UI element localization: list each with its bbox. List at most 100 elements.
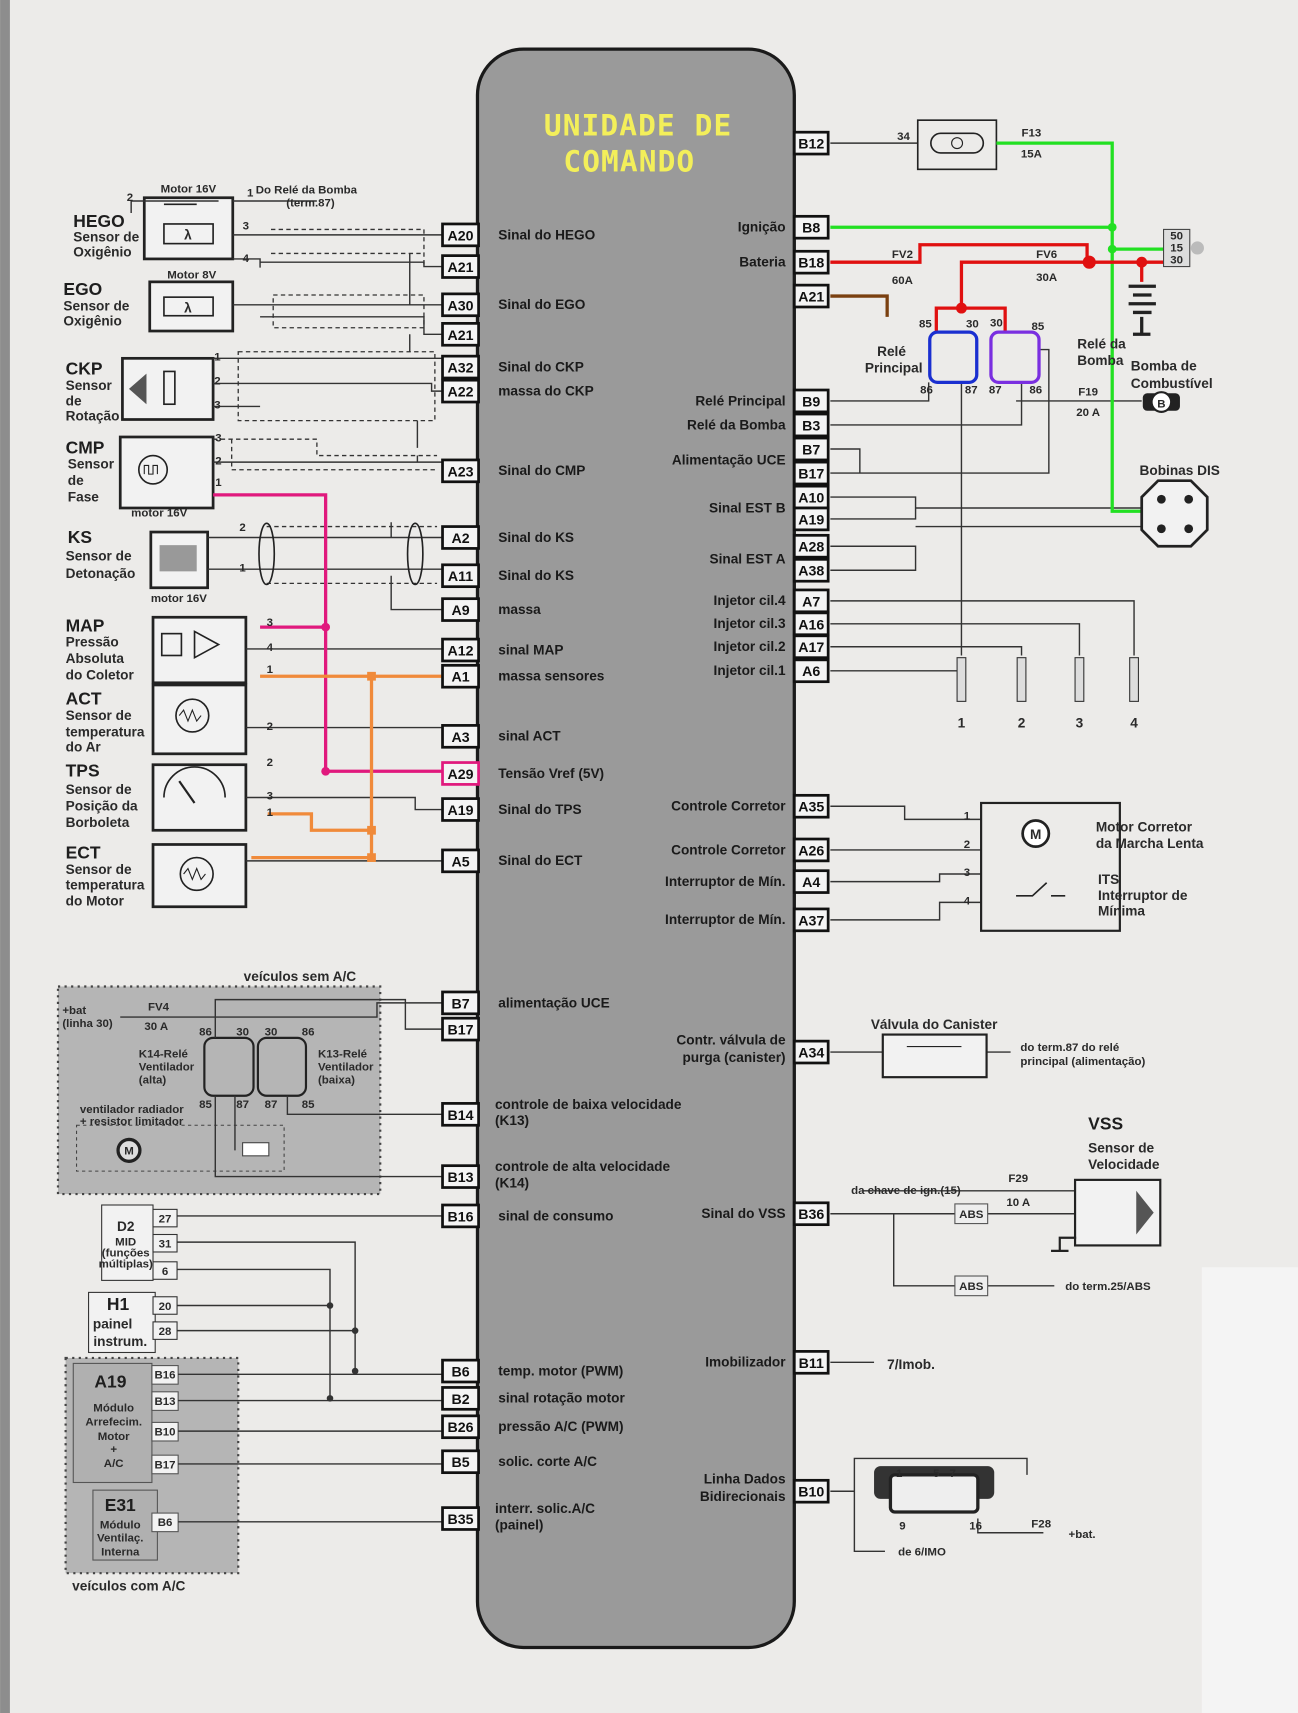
idle-its-label: ITS	[1098, 872, 1119, 887]
right-pin-b11	[792, 1350, 830, 1375]
obd-pins-3-label: 9	[899, 1520, 905, 1532]
no-ac-relay-bottom-3-label: 85	[302, 1099, 315, 1111]
right-pin-b17	[792, 460, 830, 486]
right-pin-b36	[792, 1201, 830, 1227]
left-signal: Sinal do HEGO	[498, 227, 595, 242]
cmp-note-label: motor 16V	[131, 508, 187, 520]
fuses-fv6-rating-label: 30A	[1036, 272, 1057, 284]
left-signal: sinal de consumo	[498, 1208, 613, 1223]
relays-pump-pins-3-label: 86	[1029, 384, 1042, 396]
ect-line1-label: Sensor de	[66, 862, 132, 877]
left-signal: Sinal do CMP	[498, 463, 585, 478]
right-pin-a10-label: A10	[798, 491, 824, 507]
map-line2-label: Absoluta	[66, 651, 125, 666]
left-signal: Sinal do KS	[498, 568, 574, 583]
ckp-line1-label: Sensor	[66, 378, 113, 393]
ckp-pins-1-label: 2	[214, 376, 220, 388]
left-pin-b14-label: B14	[448, 1108, 474, 1124]
injectors-1-label: 2	[1018, 716, 1026, 731]
right-signal: Relé Principal	[695, 393, 785, 408]
right-signal: Ignição	[738, 220, 786, 235]
left-pin-a30-label: A30	[448, 298, 474, 314]
hego-line2-label: Oxigênio	[73, 245, 131, 260]
left-signal: sinal MAP	[498, 642, 563, 657]
with-ac-title-label: veículos com A/C	[72, 1579, 185, 1594]
ego-lambda-label: λ	[184, 300, 192, 315]
fuses-fv2-label: FV2	[892, 249, 913, 261]
hego-line1-label: Sensor de	[73, 229, 139, 244]
left-pin-a22	[441, 378, 480, 404]
left-pin-b16	[441, 1203, 480, 1229]
cmp-sensor	[118, 435, 215, 510]
left-pin-a5-label: A5	[451, 854, 469, 870]
left-pin-a1-label: A1	[451, 670, 469, 686]
tps-name-label: TPS	[66, 761, 100, 781]
obd-bat-label: +bat.	[1069, 1529, 1096, 1541]
left-pin-b2-label: B2	[451, 1392, 469, 1408]
right-pin-b8	[792, 214, 830, 240]
right-signal: Injetor cil.2	[714, 639, 786, 654]
right-pin-a28	[792, 533, 830, 559]
left-pin-b17	[441, 1016, 480, 1042]
h1-line2-label: instrum.	[93, 1334, 147, 1349]
left-pin-a11	[441, 563, 480, 589]
left-pin-a9-label: A9	[451, 603, 469, 619]
obd-pins-1-label: 5	[933, 1468, 940, 1480]
d2-module	[101, 1204, 178, 1281]
left-pin-a29-label: A29	[448, 767, 474, 783]
fuel-pump-symbol-label: B	[1157, 398, 1165, 410]
fuses-fv6-label: FV6	[1036, 249, 1057, 261]
left-pin-a32-label: A32	[448, 361, 474, 377]
left-pin-a19	[441, 797, 480, 822]
no-ac-relay-bottom-0-label: 85	[199, 1099, 212, 1111]
right-pin-b9-label: B9	[802, 394, 820, 410]
act-line1-label: Sensor de	[66, 708, 132, 723]
cmp-line2-label: de	[68, 473, 84, 488]
fuel-pump-line2-label: Combustível	[1131, 376, 1213, 391]
h1-name-label: H1	[107, 1294, 130, 1314]
fuses-f29-rating-label: 10 A	[1006, 1197, 1030, 1209]
right-pin-a6-label: A6	[802, 664, 820, 680]
right-pin-a21-label: A21	[798, 290, 824, 306]
hego-sensor	[142, 196, 235, 261]
left-signal: alimentação UCE	[498, 995, 609, 1010]
a19-line2-label: Arrefecim.	[85, 1417, 142, 1429]
right-pin-a34-label: A34	[798, 1046, 824, 1062]
fuses-fv2-rating-label: 60A	[892, 275, 913, 287]
left-pin-a11-label: A11	[448, 569, 473, 585]
right-pin-a4	[792, 869, 830, 894]
no-ac-k13-2-label: Ventilador	[318, 1062, 374, 1074]
left-pin-a32	[441, 354, 480, 380]
left-pin-b7	[441, 990, 480, 1016]
left-pin-a21-label: A21	[448, 328, 474, 344]
right-pin-a34	[792, 1039, 830, 1065]
d2-pins-1-label: 31	[159, 1239, 172, 1251]
vss-abs2-label: ABS	[959, 1281, 984, 1293]
no-ac-relay-top-1-label: 30	[236, 1027, 249, 1039]
tps-pins-1-label: 3	[267, 791, 273, 803]
left-pin-b2	[441, 1386, 480, 1411]
right-pin-b7-label: B7	[802, 442, 820, 458]
h1-pins-0-label: 20	[159, 1301, 172, 1313]
right-signal: Alimentação UCE	[672, 452, 786, 467]
canister-feed2-label: principal (alimentação)	[1020, 1056, 1145, 1068]
right-pin-b18	[792, 249, 830, 275]
left-signal: Tensão Vref (5V)	[498, 766, 604, 781]
right-pin-a17-label: A17	[798, 640, 824, 656]
right-pin-a17	[792, 634, 830, 660]
ecu-title-line1: UNIDADE DE	[544, 108, 732, 142]
e31-line1-label: Módulo	[100, 1519, 141, 1531]
obd-imo-label: de 6/IMO	[898, 1547, 946, 1559]
ect-line2-label: temperatura	[66, 877, 145, 892]
right-pin-a6	[792, 658, 830, 684]
left-pin-b16-label: B16	[448, 1209, 474, 1225]
vss-name-label: VSS	[1088, 1114, 1123, 1134]
a19-pins-1-label: B13	[155, 1396, 176, 1408]
coils-label-label: Bobinas DIS	[1140, 463, 1220, 478]
relays-pump-label2-label: Bomba	[1077, 353, 1124, 368]
left-signal: pressão A/C (PWM)	[498, 1419, 623, 1434]
obd-pins-2-label: 7	[950, 1468, 956, 1480]
ignition-switch-icon	[1163, 228, 1204, 268]
e31-module	[92, 1489, 179, 1561]
